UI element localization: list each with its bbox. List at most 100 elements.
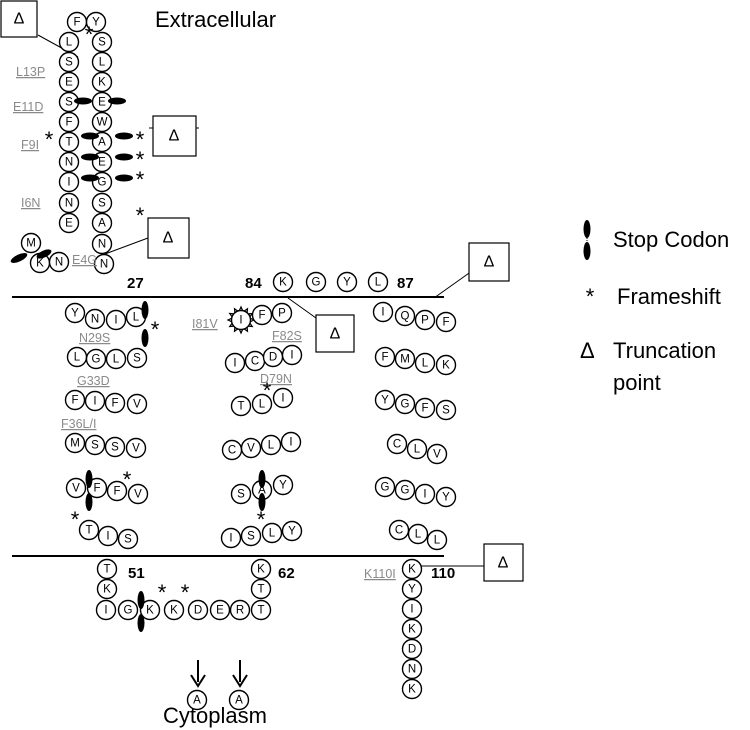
residue-letter: N — [91, 314, 99, 326]
frameshift-asterisk: * — [136, 203, 145, 228]
residue-letter: F — [93, 483, 100, 495]
residue-letter: Y — [288, 526, 296, 538]
residue-circle — [250, 578, 272, 600]
residue-letter: N — [98, 239, 106, 251]
residue-circle — [401, 658, 423, 680]
residue-circle — [84, 434, 106, 456]
residue-letter: E — [216, 605, 224, 617]
residue-ala-substitutions: A — [228, 689, 250, 711]
residue-circle — [401, 598, 423, 620]
residue-letter: Y — [92, 17, 100, 29]
frameshift-asterisk: * — [136, 127, 145, 152]
residue-letter: A — [235, 695, 243, 707]
residue-circle — [386, 433, 408, 455]
residue-letter: T — [103, 564, 110, 576]
residue-circle — [187, 599, 209, 621]
residue-letter: S — [65, 97, 73, 109]
residue-circle — [367, 271, 389, 293]
residue-tm1: S — [126, 347, 148, 369]
residue-circle — [336, 271, 358, 293]
residue-letter: N — [100, 259, 108, 271]
residue-letter: K — [257, 564, 265, 576]
residue-letter: I — [114, 315, 117, 327]
residue-ext-left: L — [58, 31, 80, 53]
residue-letter: F — [381, 352, 388, 364]
residue-letter: S — [98, 37, 106, 49]
mutation-N29S: N29S — [79, 331, 110, 345]
residue-letter: Y — [442, 492, 450, 504]
residue-letter: L — [66, 37, 73, 49]
residue-ext-right: W — [91, 111, 113, 133]
residue-letter: E — [65, 218, 73, 230]
residue-circle — [58, 111, 80, 133]
residue-circle — [65, 477, 87, 499]
residue-tm3: I — [372, 301, 394, 323]
stop-codon-mark — [85, 493, 93, 511]
residue-letter: S — [124, 534, 132, 546]
residue-letter: F — [71, 395, 78, 407]
stop-codon-mark — [258, 493, 266, 511]
stop-codon-mark — [258, 470, 266, 488]
residue-ext-right: N — [93, 253, 115, 275]
residue-loop-51-62: K — [250, 558, 272, 580]
residue-tm3: F — [435, 311, 457, 333]
residue-circle — [250, 558, 272, 580]
residue-letter: S — [133, 353, 141, 365]
residue-tm3: G — [374, 476, 396, 498]
residue-letter: K — [98, 77, 106, 89]
stop-codon-mark — [141, 329, 149, 347]
residue-tm2: I — [226, 305, 256, 335]
residue-tm2: Y — [272, 474, 294, 496]
residue-letter: L — [415, 529, 422, 541]
residue-letter: S — [247, 531, 255, 543]
residue-letter: N — [408, 664, 416, 676]
residue-tm2: C — [221, 439, 243, 461]
residue-circle — [86, 477, 108, 499]
residue-letter: L — [434, 535, 441, 547]
residue-number-110: 110 — [431, 565, 455, 582]
residue-loop-51-62: T — [250, 599, 272, 621]
residue-circle — [305, 271, 327, 293]
residue-circle — [85, 348, 107, 370]
residue-circle — [374, 476, 396, 498]
residue-letter: T — [237, 401, 244, 413]
residue-circle — [117, 599, 139, 621]
truncation-box — [147, 217, 190, 259]
mutation-K110I: K110I — [364, 567, 396, 581]
residue-circle — [126, 347, 148, 369]
mutation-I81V: I81V — [192, 317, 218, 331]
residue-letter: F — [65, 117, 72, 129]
residue-circle — [374, 389, 396, 411]
arrow-head-down — [232, 674, 248, 688]
stop-codon-mark — [81, 153, 99, 161]
residue-letter: L — [268, 440, 275, 452]
mutation-L13P: L13P — [16, 65, 45, 79]
residue-letter: M — [70, 438, 80, 450]
residue-tm2: T — [230, 395, 252, 417]
residue-circle — [414, 309, 436, 331]
residue-letter: T — [85, 525, 92, 537]
residue-loop-84-87: Y — [336, 271, 358, 293]
residue-circle — [272, 387, 294, 409]
residue-tm3: P — [414, 309, 436, 331]
residue-letter: I — [106, 531, 109, 543]
residue-letter: Y — [279, 480, 287, 492]
residue-letter: Y — [343, 277, 351, 289]
residue-tm3: Q — [394, 305, 416, 327]
residue-tm2: I — [272, 387, 294, 409]
residue-circle — [96, 558, 118, 580]
residue-ext-left: N — [58, 192, 80, 214]
stop-codon-mark — [81, 132, 99, 140]
residue-circle — [271, 302, 293, 324]
frameshift-asterisk: * — [85, 22, 94, 47]
residue-letter: V — [132, 443, 140, 455]
residue-letter: C — [228, 445, 236, 457]
residue-circle — [64, 389, 86, 411]
residue-letter: K — [103, 584, 111, 596]
residue-letter: E — [98, 97, 106, 109]
residue-tm3: L — [407, 523, 429, 545]
residue-loop-84-87: G — [305, 271, 327, 293]
residue-circle — [139, 599, 161, 621]
residue-circle — [58, 51, 80, 73]
residue-letter: F — [113, 486, 120, 498]
